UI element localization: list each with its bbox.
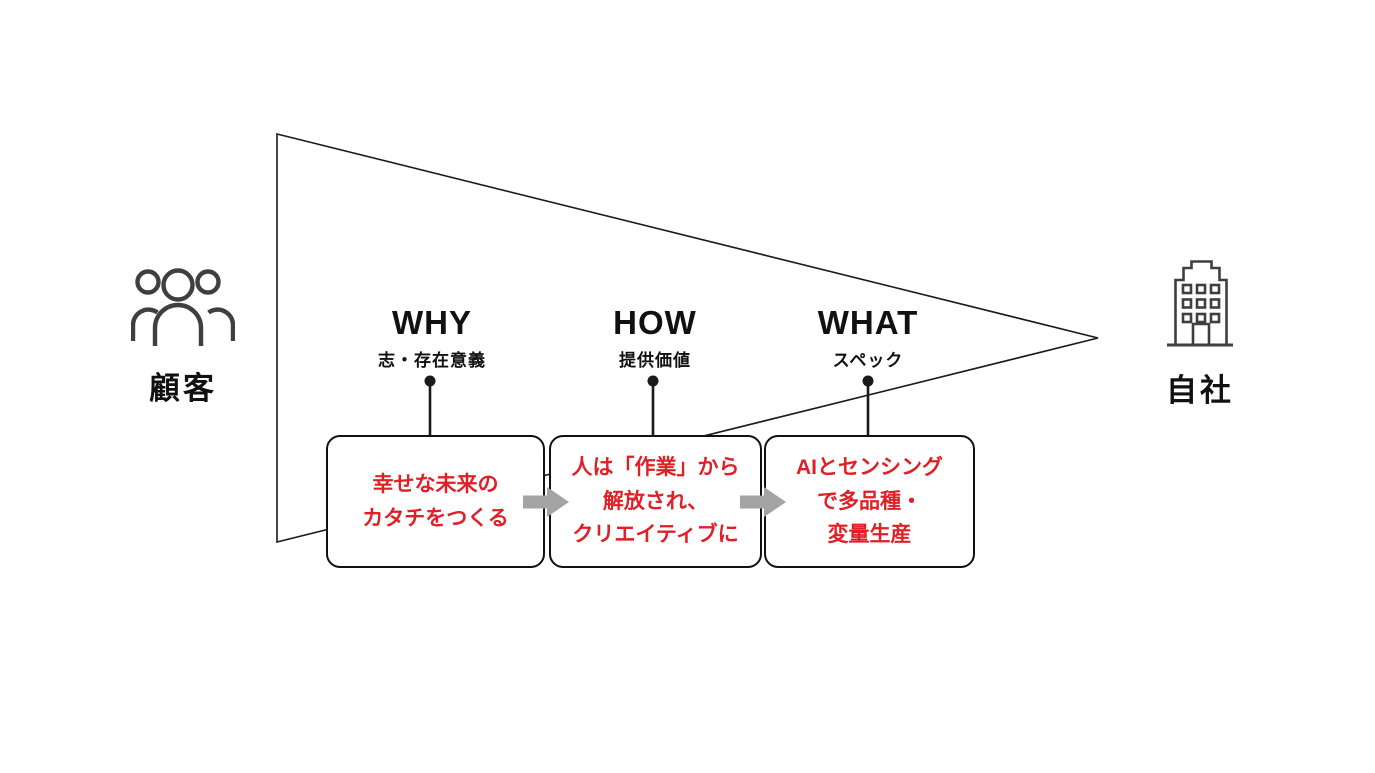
stage-how-subtitle: 提供価値 [619,350,691,370]
people-group-icon [130,268,236,351]
stage-how-title: HOW [613,304,697,341]
connector-dot-why [424,375,436,387]
stage-how: HOW 提供価値 [545,304,765,371]
connector-dot-how [647,375,659,387]
stage-what: WHAT スペック [758,304,978,371]
why-box: 幸せな未来の カタチをつくる [326,435,545,568]
what-box-text: AIとセンシング で多品種・ 変量生産 [796,456,943,547]
company-actor: 自社 [1160,260,1240,410]
connector-dot-what [862,375,874,387]
stage-what-subtitle: スペック [832,350,904,370]
stage-why-title: WHY [392,304,472,341]
company-label: 自社 [1166,373,1234,408]
what-box: AIとセンシング で多品種・ 変量生産 [764,435,975,568]
office-building-icon [1166,260,1234,353]
stage-why-subtitle: 志・存在意義 [378,350,486,370]
stage-why: WHY 志・存在意義 [322,304,542,371]
how-box-text: 人は「作業」から 解放され、 クリエイティブに [571,456,740,547]
customer-actor: 顧客 [126,268,240,408]
why-box-text: 幸せな未来の カタチをつくる [362,472,509,530]
arrow-how-to-what-icon [740,487,786,517]
customer-label: 顧客 [149,371,217,406]
stage-what-title: WHAT [817,304,919,341]
arrow-why-to-how-icon [523,487,569,517]
how-box: 人は「作業」から 解放され、 クリエイティブに [549,435,762,568]
